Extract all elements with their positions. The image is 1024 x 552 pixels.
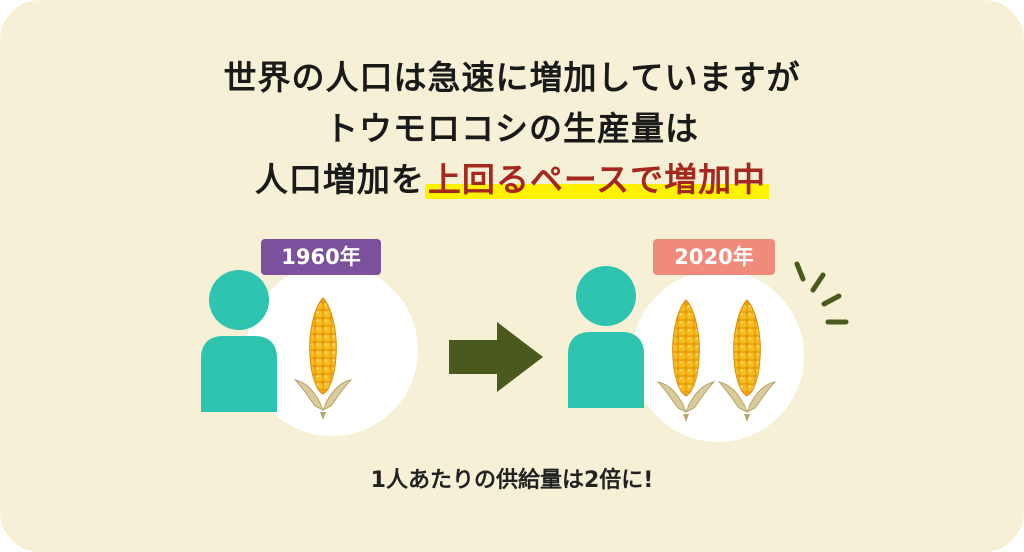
headline-line-2: トウモロコシの生産量は	[325, 109, 699, 148]
headline-line-3: 人口増加を上回るペースで増加中	[0, 160, 1024, 200]
after-circle	[632, 270, 804, 442]
person-icon	[201, 270, 277, 412]
corn-icon	[294, 297, 352, 421]
arrow-right-icon	[449, 322, 543, 392]
after-year-badge: 2020年	[653, 239, 775, 275]
headline-line-3-prefix: 人口増加を	[254, 160, 425, 199]
corn-icon	[657, 299, 715, 423]
caption: 1人あたりの供給量は2倍に!	[370, 468, 654, 493]
sparkle-lines-icon	[794, 261, 849, 325]
before-year-badge: 1960年	[261, 239, 381, 275]
corn-icon	[718, 299, 776, 423]
headline-highlight: 上回るペースで増加中	[424, 160, 770, 199]
headline-line-1: 世界の人口は急速に増加していますが	[223, 58, 801, 97]
person-icon	[568, 266, 644, 408]
